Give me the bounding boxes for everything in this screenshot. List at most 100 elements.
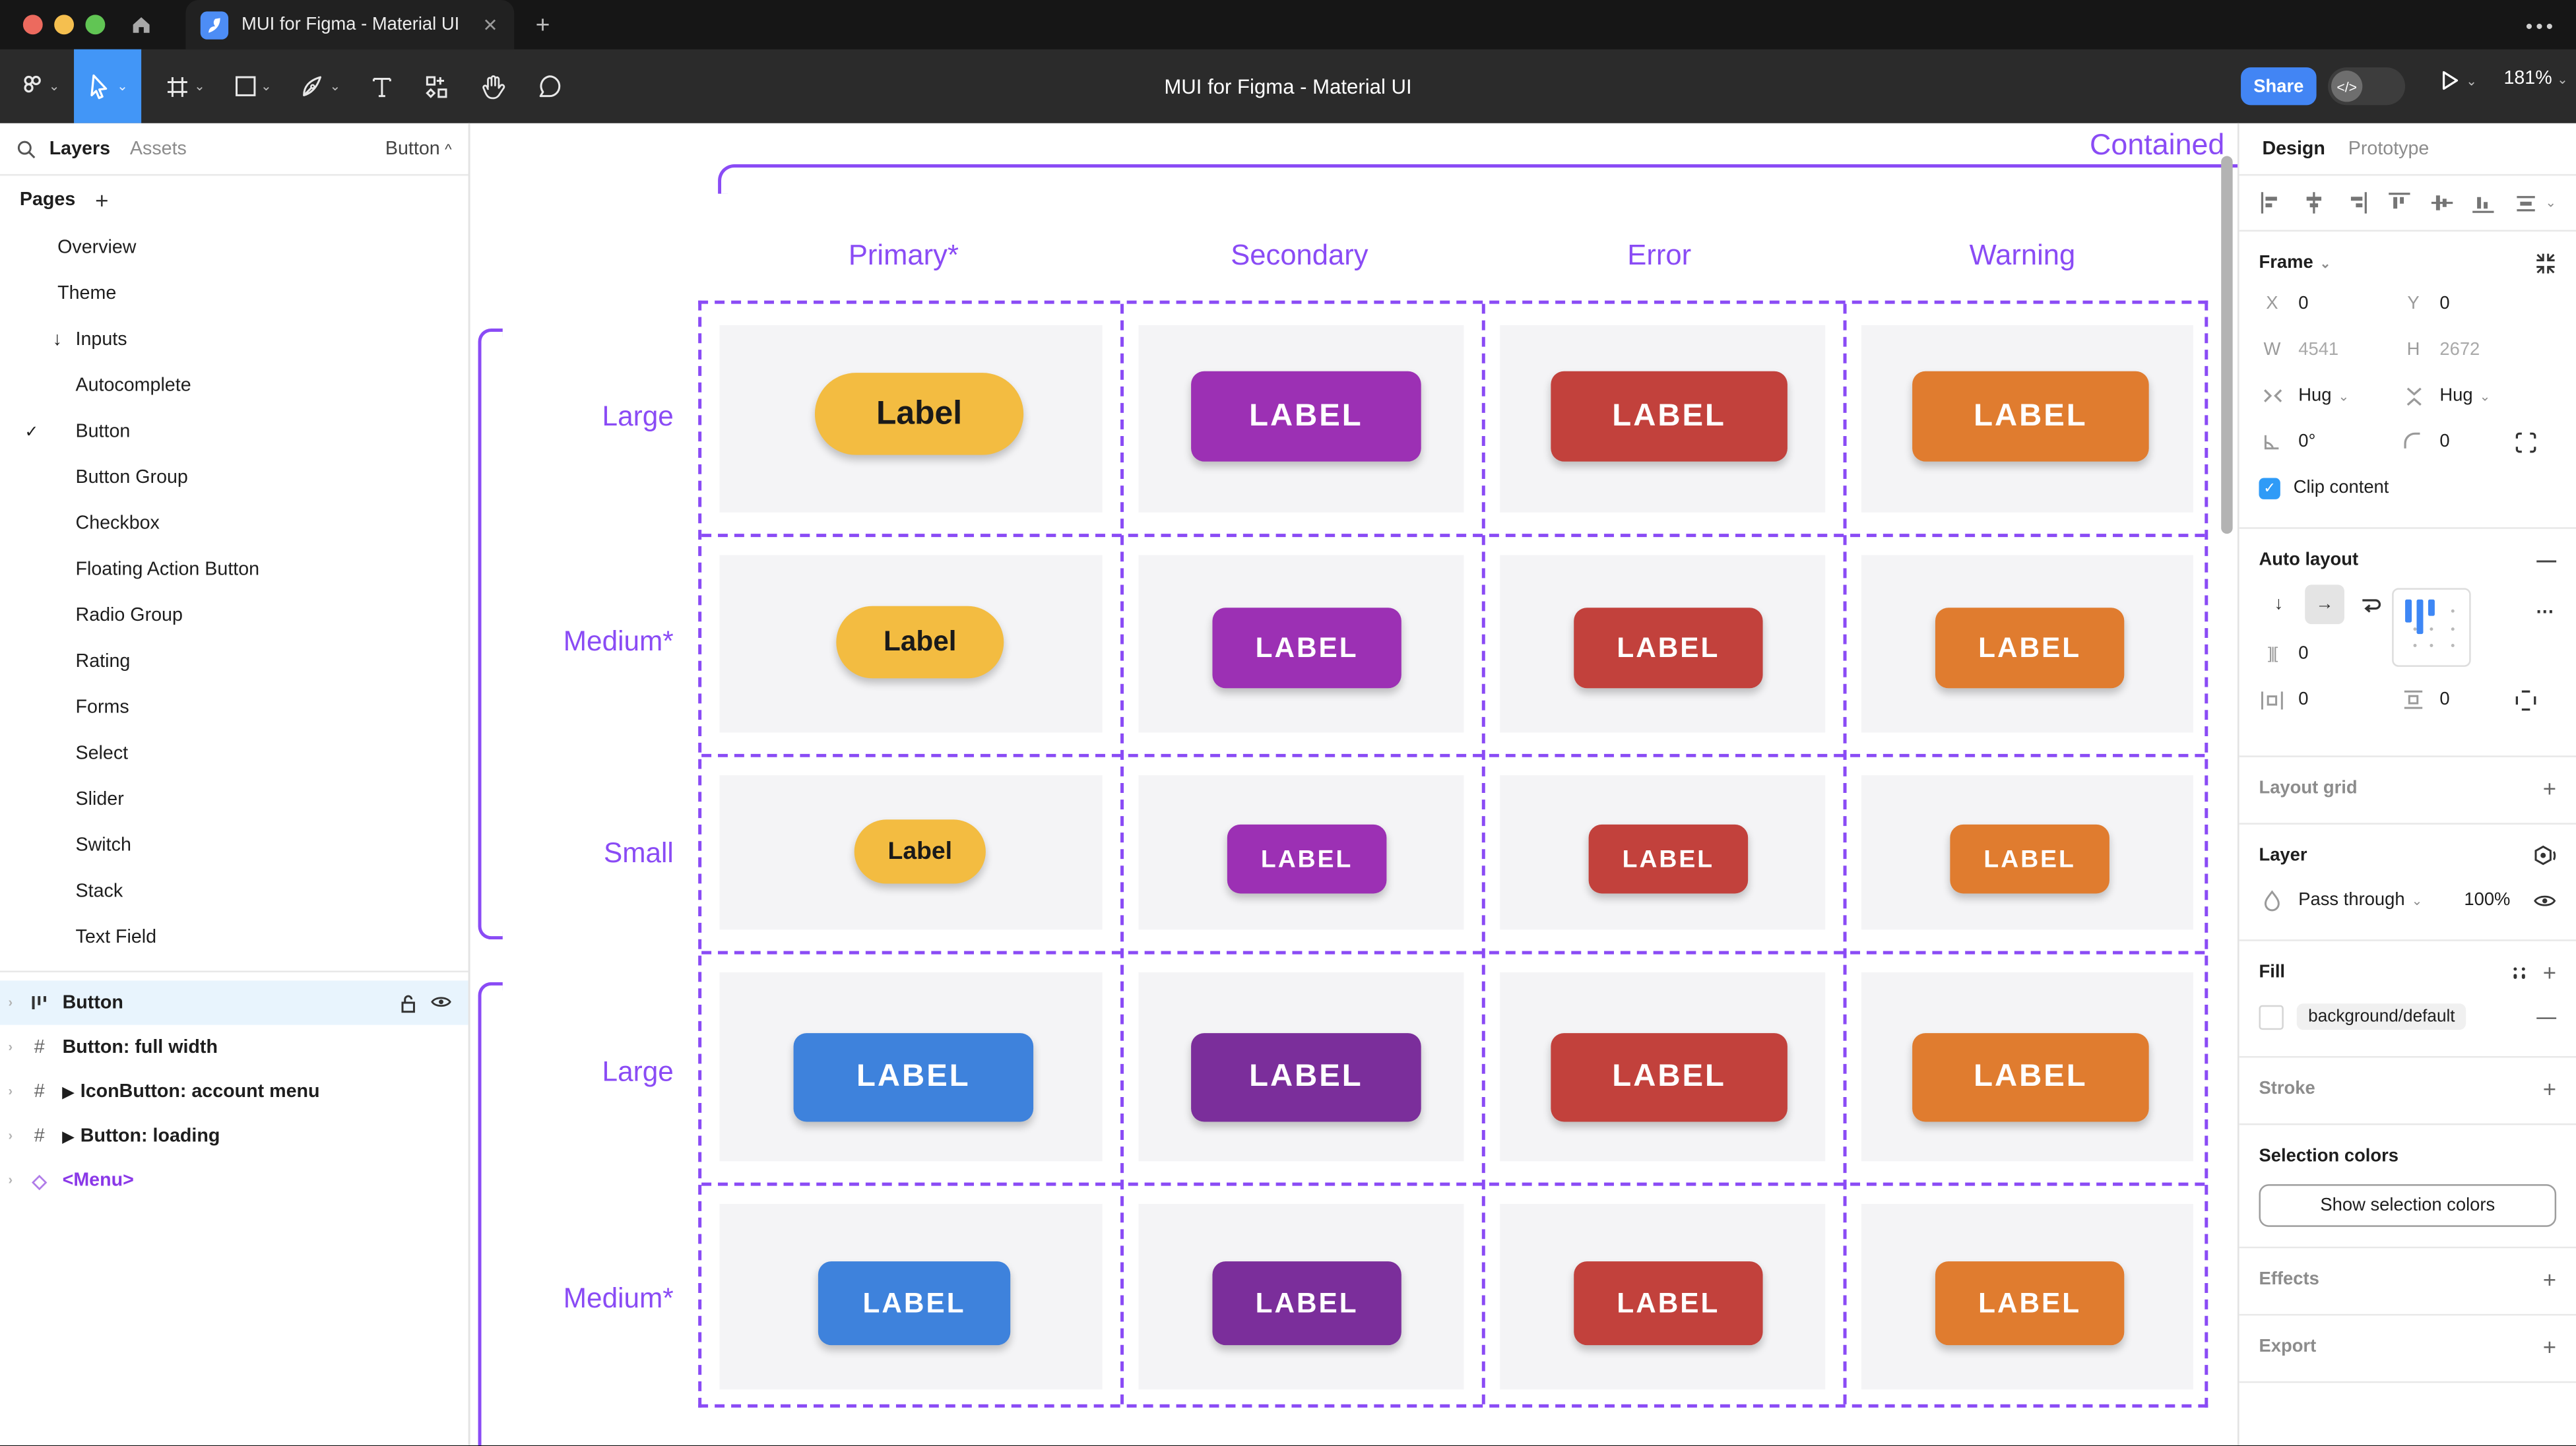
hand-tool-button[interactable] bbox=[470, 49, 516, 123]
layer-visibility-icon[interactable] bbox=[2533, 891, 2556, 909]
page-item-rating[interactable]: Rating bbox=[75, 652, 131, 672]
button-large-contained-error[interactable]: LABEL bbox=[1551, 1033, 1787, 1122]
resources-tool-button[interactable] bbox=[414, 49, 460, 123]
tab-assets[interactable]: Assets bbox=[129, 139, 187, 159]
chevron-right-icon[interactable]: › bbox=[8, 1040, 13, 1055]
present-button[interactable]: ⌄ bbox=[2438, 69, 2477, 92]
height-input[interactable]: 2672 bbox=[2439, 340, 2480, 360]
align-right-icon[interactable] bbox=[2344, 191, 2368, 215]
button-medium-secondary[interactable]: LABEL bbox=[1212, 608, 1401, 689]
layer-row-menu-component[interactable]: › ◇ <Menu> bbox=[0, 1158, 468, 1202]
x-input[interactable]: 0 bbox=[2298, 294, 2309, 314]
layer-row-iconbutton-account-menu[interactable]: › # ▶IconButton: account menu bbox=[8, 1081, 320, 1102]
add-page-button[interactable]: + bbox=[95, 187, 109, 214]
new-tab-button[interactable]: + bbox=[535, 11, 550, 40]
page-item-select[interactable]: Select bbox=[75, 743, 129, 764]
y-input[interactable]: 0 bbox=[2439, 294, 2450, 314]
add-export-icon[interactable]: + bbox=[2542, 1333, 2557, 1360]
tab-layers[interactable]: Layers bbox=[49, 139, 111, 159]
page-item-stack[interactable]: Stack bbox=[75, 882, 123, 902]
corner-radius-input[interactable]: 0 bbox=[2439, 431, 2450, 452]
page-item-slider[interactable]: Slider bbox=[75, 790, 124, 810]
window-close-button[interactable] bbox=[22, 15, 43, 35]
styles-icon[interactable] bbox=[2513, 966, 2527, 978]
button-large-contained-primary[interactable]: LABEL bbox=[793, 1033, 1034, 1122]
button-large-secondary[interactable]: LABEL bbox=[1191, 371, 1421, 462]
dev-mode-toggle[interactable]: </> bbox=[2328, 67, 2406, 106]
comment-tool-button[interactable] bbox=[526, 49, 572, 123]
button-large-warning[interactable]: LABEL bbox=[1912, 371, 2149, 462]
browser-tab[interactable]: MUI for Figma - Material UI ✕ bbox=[185, 0, 515, 49]
clip-content-checkbox[interactable]: ✓ bbox=[2259, 477, 2280, 499]
individual-padding-icon[interactable] bbox=[2515, 689, 2536, 710]
shape-tool-button[interactable]: ⌄ bbox=[225, 49, 281, 123]
layout-vertical-icon[interactable]: ↓ bbox=[2274, 594, 2284, 615]
horizontal-resizing-dropdown[interactable]: Hug⌄ bbox=[2298, 386, 2350, 406]
align-left-icon[interactable] bbox=[2259, 191, 2283, 215]
align-top-icon[interactable] bbox=[2387, 191, 2411, 215]
align-bottom-icon[interactable] bbox=[2472, 191, 2496, 215]
visible-icon[interactable] bbox=[430, 993, 451, 1013]
button-medium-error[interactable]: LABEL bbox=[1574, 608, 1763, 689]
page-item-switch[interactable]: Switch bbox=[75, 836, 131, 856]
opacity-input[interactable]: 100% bbox=[2464, 890, 2511, 910]
remove-auto-layout-icon[interactable]: — bbox=[2536, 548, 2557, 572]
chevron-right-icon[interactable]: › bbox=[8, 1084, 13, 1099]
page-item-checkbox[interactable]: Checkbox bbox=[75, 514, 160, 534]
window-minimize-button[interactable] bbox=[54, 15, 75, 35]
button-small-error[interactable]: LABEL bbox=[1588, 824, 1749, 894]
align-h-center-icon[interactable] bbox=[2302, 191, 2326, 215]
layout-wrap-icon[interactable] bbox=[2351, 584, 2391, 624]
add-layout-grid-icon[interactable]: + bbox=[2542, 775, 2557, 802]
page-item-radio-group[interactable]: Radio Group bbox=[75, 606, 183, 626]
horizontal-padding-input[interactable]: 0 bbox=[2298, 689, 2309, 710]
button-large-primary[interactable]: Label bbox=[814, 373, 1024, 455]
fill-token-chip[interactable]: background/default bbox=[2296, 1003, 2467, 1030]
home-icon[interactable] bbox=[128, 11, 154, 38]
page-item-button[interactable]: ✓ Button bbox=[24, 422, 131, 442]
blend-mode-dropdown[interactable]: Pass through⌄ bbox=[2298, 890, 2423, 910]
layer-row-button-full-width[interactable]: › # Button: full width bbox=[8, 1037, 218, 1057]
page-item-button-group[interactable]: Button Group bbox=[75, 468, 188, 488]
page-item-forms[interactable]: Forms bbox=[75, 698, 129, 718]
page-item-inputs[interactable]: ↓ Inputs bbox=[52, 330, 127, 350]
chevron-right-icon[interactable]: › bbox=[8, 995, 13, 1011]
vertical-scrollbar[interactable] bbox=[2221, 156, 2233, 534]
collapse-panel-icon[interactable] bbox=[2535, 252, 2556, 273]
layer-row-button-loading[interactable]: › # ▶Button: loading bbox=[8, 1125, 220, 1146]
tab-design[interactable]: Design bbox=[2262, 139, 2325, 159]
frame-tool-button[interactable]: ⌄ bbox=[158, 49, 214, 123]
button-large-contained-secondary[interactable]: LABEL bbox=[1191, 1033, 1421, 1122]
button-medium-primary[interactable]: Label bbox=[836, 606, 1004, 679]
button-medium-contained-warning[interactable]: LABEL bbox=[1935, 1261, 2125, 1346]
selection-name-dropdown[interactable]: Button ^ bbox=[385, 139, 452, 159]
share-button[interactable]: Share bbox=[2241, 67, 2317, 106]
chevron-right-icon[interactable]: › bbox=[8, 1128, 13, 1143]
show-selection-colors-button[interactable]: Show selection colors bbox=[2259, 1184, 2557, 1227]
layout-horizontal-icon[interactable]: → bbox=[2305, 584, 2344, 625]
chevron-right-icon[interactable]: › bbox=[8, 1172, 13, 1188]
auto-layout-more-icon[interactable]: ⋯ bbox=[2536, 602, 2557, 623]
window-zoom-button[interactable] bbox=[85, 15, 106, 35]
page-item-overview[interactable]: Overview bbox=[57, 238, 137, 258]
layer-row-button[interactable]: › Button bbox=[0, 980, 468, 1025]
browser-menu-icon[interactable]: ••• bbox=[2525, 15, 2557, 38]
button-large-error[interactable]: LABEL bbox=[1551, 371, 1787, 462]
width-input[interactable]: 4541 bbox=[2298, 340, 2339, 360]
button-small-warning[interactable]: LABEL bbox=[1950, 824, 2109, 894]
page-item-autocomplete[interactable]: Autocomplete bbox=[75, 376, 191, 396]
button-small-primary[interactable]: Label bbox=[854, 819, 986, 884]
canvas[interactable]: Contained Primary* Secondary Error Warni… bbox=[470, 123, 2238, 1446]
tab-prototype[interactable]: Prototype bbox=[2348, 139, 2430, 159]
unlock-icon[interactable] bbox=[399, 993, 417, 1013]
add-fill-icon[interactable]: + bbox=[2542, 959, 2557, 986]
alignment-grid-widget[interactable] bbox=[2392, 588, 2471, 667]
pen-tool-button[interactable]: ⌄ bbox=[292, 49, 348, 123]
fill-color-swatch[interactable] bbox=[2259, 1004, 2284, 1029]
remove-fill-icon[interactable]: — bbox=[2536, 1005, 2557, 1028]
tab-close-icon[interactable]: ✕ bbox=[482, 15, 498, 36]
move-tool-button[interactable]: ⌄ bbox=[74, 49, 142, 123]
independent-corners-icon[interactable] bbox=[2515, 431, 2536, 453]
search-icon[interactable] bbox=[16, 139, 36, 158]
zoom-level-menu[interactable]: 181% ⌄ bbox=[2503, 69, 2567, 89]
